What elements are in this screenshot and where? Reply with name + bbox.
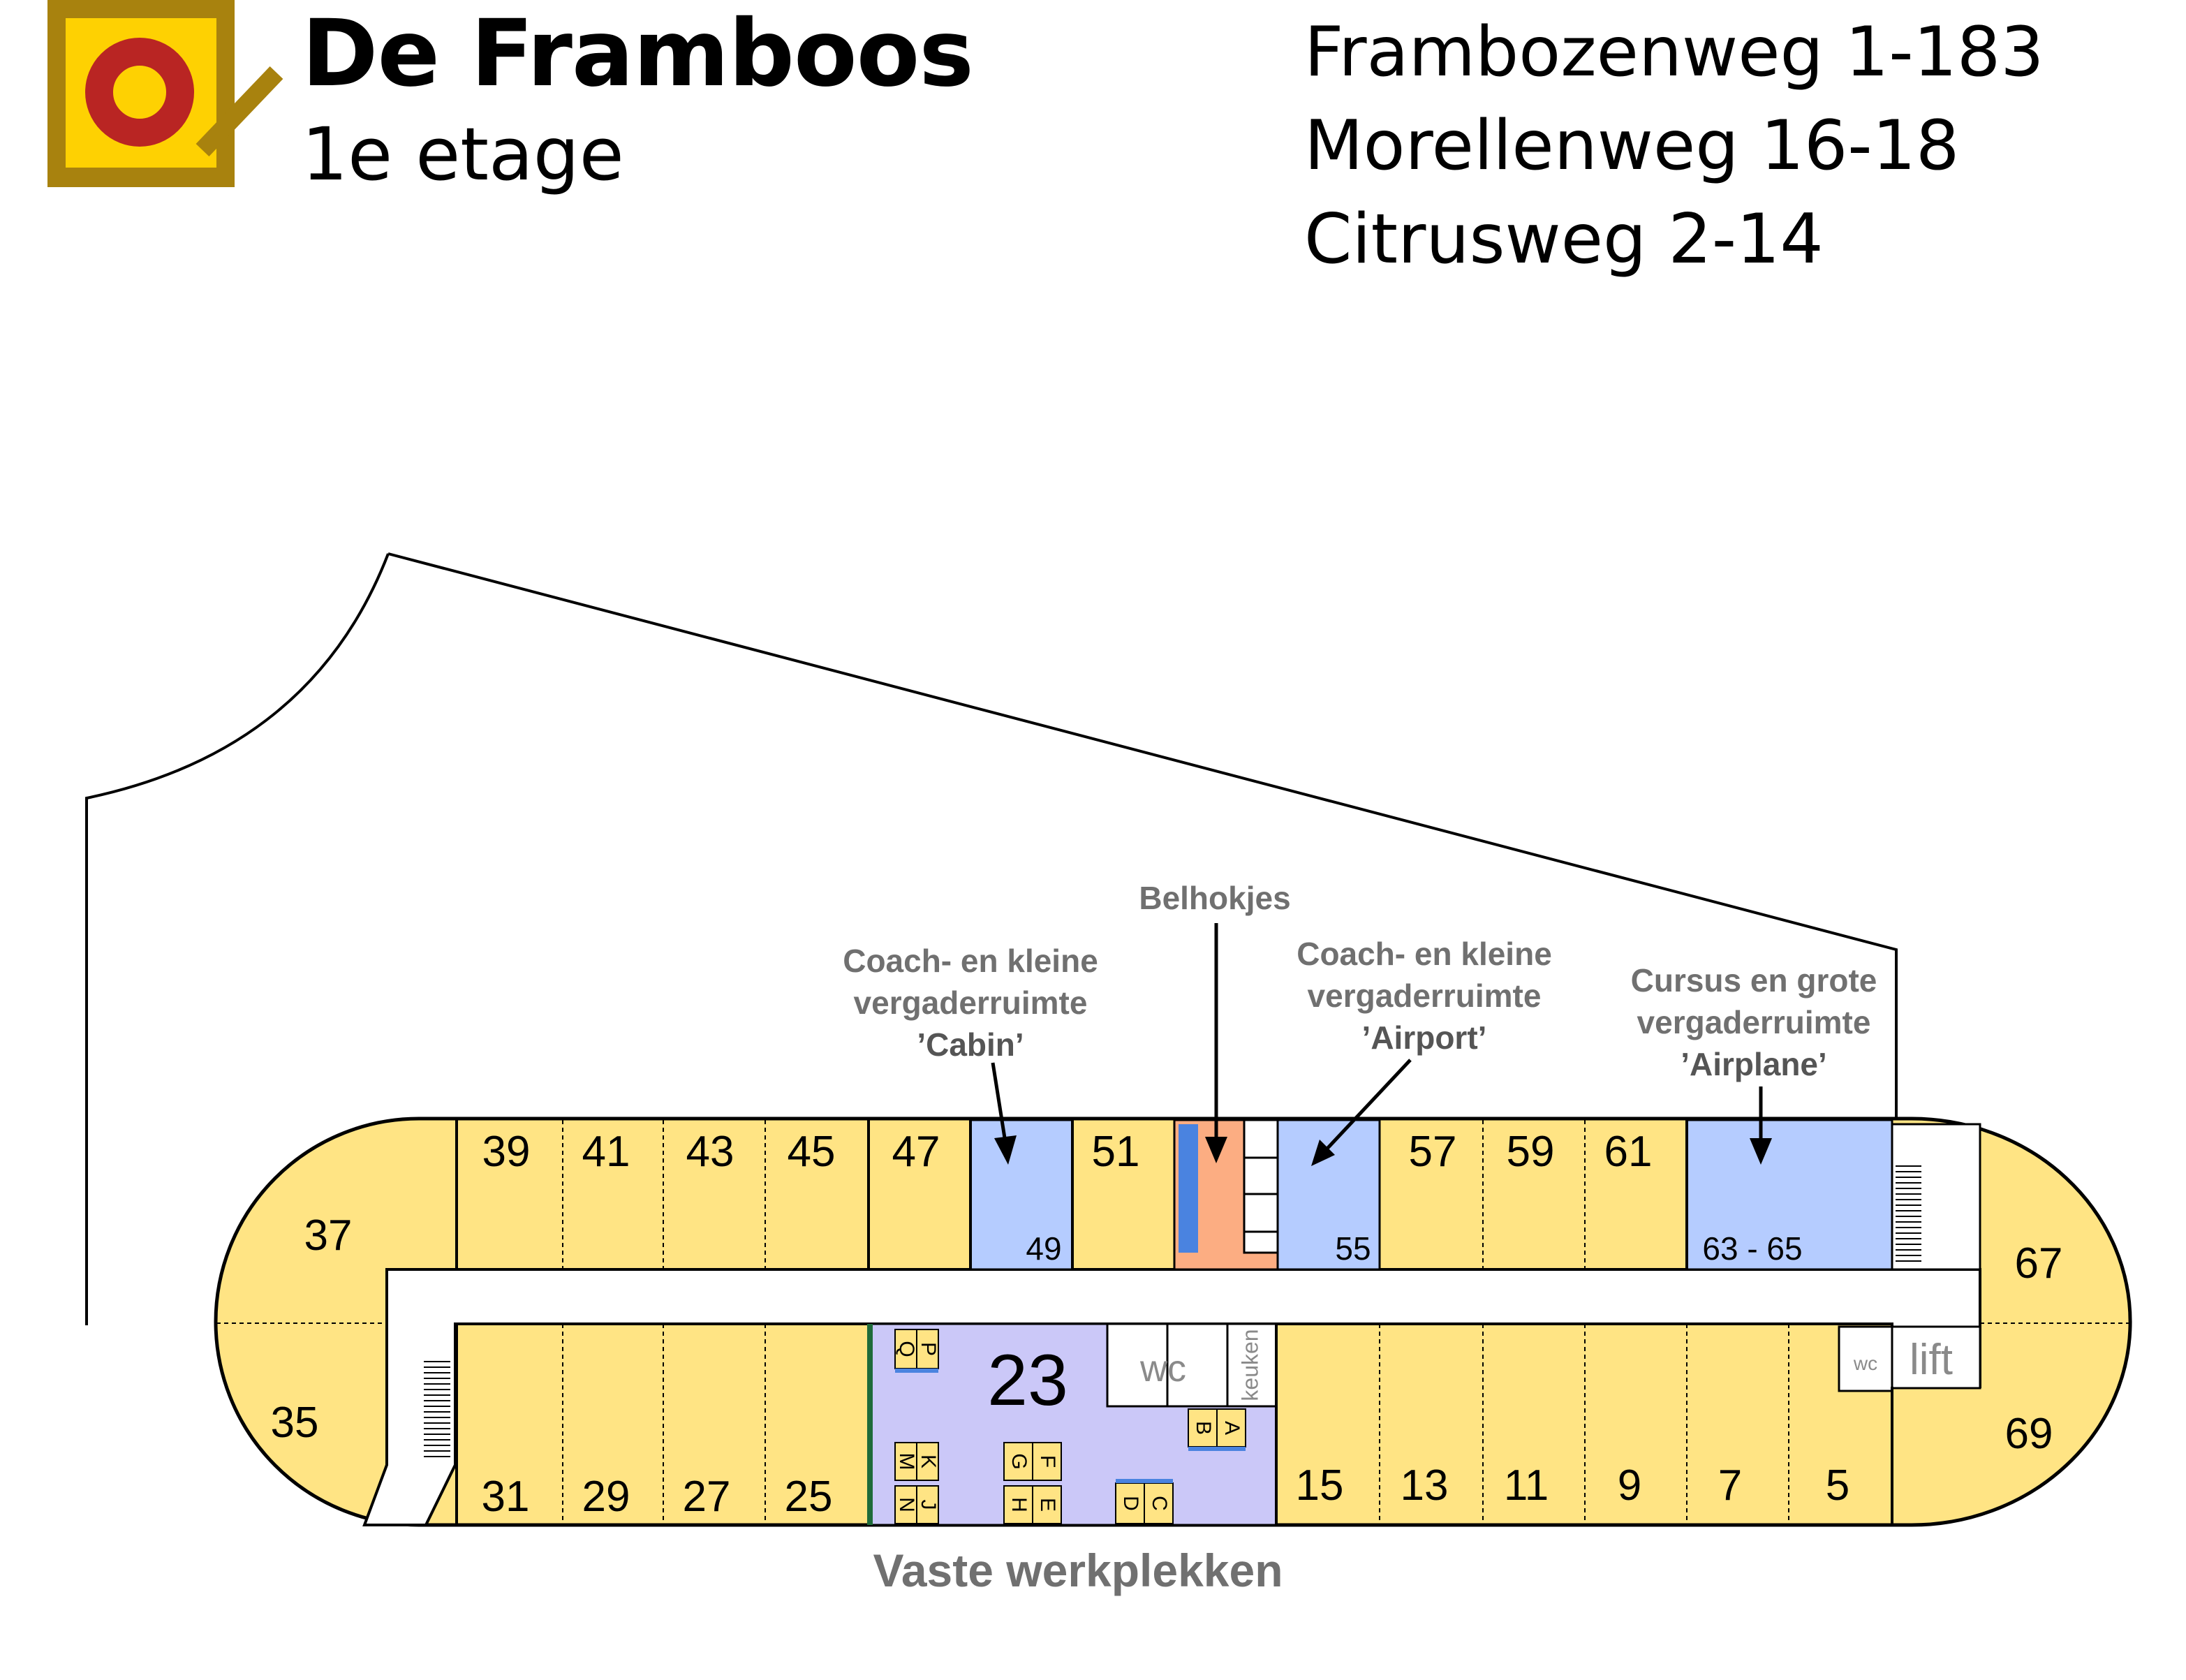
top-room-labels: 39 41 43 45 47 49 51 55 57 59 61 63 - 65: [482, 1128, 1803, 1267]
desk-labels: P Q K M J N F G E H A B C D: [895, 1341, 1243, 1512]
annotations: Coach- en kleine vergaderruimte ’Cabin’ …: [843, 880, 1877, 1596]
room-number: 35: [271, 1399, 319, 1447]
room-number: 31: [482, 1473, 530, 1521]
annotation-text: Vaste werkplekken: [873, 1545, 1283, 1596]
belhokje-cell[interactable]: [1243, 1119, 1279, 1159]
room-63-65-airplane[interactable]: [1685, 1119, 1893, 1271]
belhokje-cell[interactable]: [1243, 1156, 1279, 1195]
room-number: 61: [1604, 1128, 1653, 1176]
address-line: Frambozenweg 1-183: [1304, 13, 2044, 92]
desk-label: D: [1119, 1496, 1142, 1511]
address-line: Morellenweg 16-18: [1304, 106, 1960, 186]
desk-label: P: [917, 1342, 940, 1356]
desk-label: N: [895, 1497, 918, 1512]
room-49-cabin[interactable]: [969, 1119, 1074, 1271]
annotation-text: vergaderruimte: [1637, 1004, 1871, 1040]
belhokje-cell[interactable]: [1243, 1230, 1279, 1254]
room-number: 7: [1718, 1461, 1742, 1510]
room-number: 57: [1409, 1128, 1457, 1176]
framboos-logo: [47, 0, 283, 187]
building-outline: [85, 552, 1898, 1325]
room-number: 39: [482, 1128, 531, 1176]
building-title: De Framboos: [302, 0, 974, 108]
floor-subtitle: 1e etage: [302, 112, 624, 197]
green-wall: [867, 1324, 873, 1525]
bottom-row-dividers: [562, 1322, 2129, 1525]
room-number: 49: [1026, 1230, 1061, 1267]
room-number: 11: [1504, 1461, 1549, 1510]
wc-label: wc: [1139, 1348, 1186, 1390]
room-number: 13: [1401, 1461, 1449, 1510]
room-number: 29: [582, 1473, 630, 1521]
belhokje-cell[interactable]: [1243, 1193, 1279, 1233]
desk-label: F: [1036, 1455, 1059, 1468]
desk-label: E: [1036, 1498, 1059, 1512]
desk-label: H: [1007, 1497, 1031, 1512]
desk-label: B: [1192, 1421, 1215, 1435]
annotation-text: Cursus en grote: [1631, 962, 1877, 999]
belhokje-blue-strip: [1179, 1124, 1198, 1253]
room-number: 25: [785, 1473, 833, 1521]
stairs-right: [1896, 1165, 1921, 1262]
keuken-room[interactable]: [1226, 1322, 1278, 1408]
room-number: 47: [892, 1128, 940, 1176]
lift[interactable]: [1891, 1325, 1981, 1390]
keuken-label: keuken: [1237, 1329, 1262, 1401]
room-number: 45: [788, 1128, 836, 1176]
annotation-text: ’Airplane’: [1681, 1046, 1827, 1082]
room-number: 63 - 65: [1702, 1230, 1802, 1267]
annotation-text: Belhokjes: [1139, 880, 1290, 916]
annotation-text: ’Cabin’: [917, 1026, 1024, 1063]
desk-blocks: [894, 1329, 1246, 1524]
desk-label: C: [1148, 1496, 1171, 1511]
top-row-dividers: [216, 1120, 1586, 1324]
desk-label: A: [1220, 1421, 1243, 1435]
room-number: 27: [683, 1473, 731, 1521]
desk-label: Q: [895, 1341, 918, 1357]
room-number: 5: [1826, 1461, 1849, 1510]
desk-label: M: [895, 1453, 918, 1471]
annotation-text: Coach- en kleine: [843, 943, 1098, 979]
top-row-walls: [455, 1120, 1688, 1269]
desk-label: G: [1007, 1453, 1031, 1469]
room-number: 67: [2015, 1239, 2063, 1288]
bottom-row-walls: [455, 1324, 1893, 1525]
desk-label: K: [917, 1454, 940, 1468]
room-number: 23: [987, 1340, 1068, 1421]
room-number: 69: [2005, 1410, 2053, 1458]
annotation-text: ’Airport’: [1362, 1019, 1487, 1056]
annotation-arrows: [991, 923, 1763, 1152]
bottom-room-labels: 31 29 27 25 23 15 13 11 9 7 5: [482, 1340, 1850, 1521]
room-number: 9: [1618, 1461, 1641, 1510]
wc-small-room[interactable]: [1838, 1325, 1893, 1392]
stairwell-right: [1891, 1123, 1981, 1271]
annotation-text: vergaderruimte: [1308, 978, 1542, 1014]
room-number: 55: [1335, 1230, 1371, 1267]
room-number: 59: [1507, 1128, 1555, 1176]
address-line: Citrusweg 2-14: [1304, 200, 1824, 279]
wc-small-label: wc: [1853, 1353, 1877, 1374]
desk-label: J: [917, 1500, 940, 1510]
end-room-labels: 37 35 67 69: [271, 1211, 2063, 1458]
lift-label: lift: [1910, 1336, 1953, 1384]
room-number: 15: [1296, 1461, 1344, 1510]
room-number: 37: [304, 1211, 353, 1260]
annotation-text: vergaderruimte: [854, 985, 1088, 1021]
annotation-text: Coach- en kleine: [1297, 936, 1552, 972]
room-number: 41: [582, 1128, 630, 1176]
arrow-heads: [994, 1135, 1772, 1166]
room-number: 43: [686, 1128, 734, 1176]
room-number: 51: [1092, 1128, 1140, 1176]
stairs-left: [424, 1361, 450, 1457]
